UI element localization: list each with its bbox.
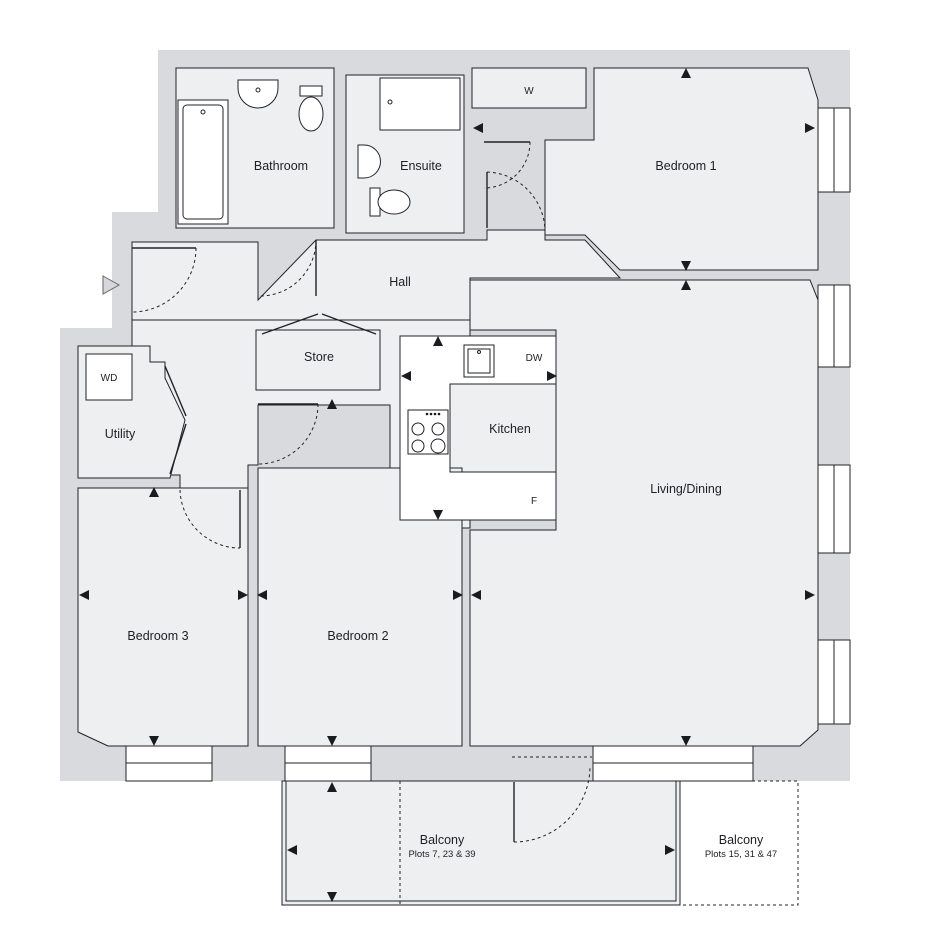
balcony-alt-outline [679,780,799,906]
dimension-marker-right-icon [805,123,815,133]
hob-ring [431,422,445,436]
toilet-bowl [298,96,324,132]
hob-knob [429,412,433,416]
living-dining-room [469,279,819,747]
basin-drain [255,87,261,93]
dimension-marker-down-icon [149,736,159,746]
bedroom3-room [77,487,249,747]
bedroom2-room [257,467,463,747]
dimension-marker-right-icon [665,845,675,855]
dimension-marker-left-icon [471,590,481,600]
dimension-marker-down-icon [327,892,337,902]
dimension-marker-down-icon [681,261,691,271]
bedroom1-label: Bedroom 1 [655,159,716,173]
kitchen-appliances [85,344,495,455]
washer-dryer-label: WD [101,373,118,384]
balcony-label: Balcony [719,833,764,847]
dimension-marker-right-icon [453,590,463,600]
sink-drain [477,350,481,354]
utility-door-leaf [164,365,187,417]
washer-dryer [85,353,133,401]
dishwasher-label: DW [526,353,543,364]
balcony-rail [285,780,677,902]
dimension-marker-up-icon [149,487,159,497]
ensuite-label: Ensuite [400,159,442,173]
dimension-markers [79,68,815,902]
living-dining-label: Living/Dining [650,482,722,496]
bathroom-door-swing [259,239,317,297]
kitchen-label: Kitchen [489,422,531,436]
bathroom-label: Bathroom [254,159,308,173]
dimension-marker-left-icon [79,590,89,600]
dimension-marker-down-icon [681,736,691,746]
hob-knob [425,412,429,416]
bath-drain [200,109,206,115]
doors [131,141,591,843]
hob-ring [411,422,425,436]
bedroom1-room [544,67,819,271]
balcony-plots-label: Plots 7, 23 & 39 [408,849,475,860]
windows [125,107,851,782]
entrance-door-swing [131,247,197,313]
bedroom1-door-swing [486,171,546,233]
hob-knob [437,412,441,416]
hall-lower-room [131,319,471,541]
utility-label: Utility [105,427,136,441]
balcony-label: Balcony [420,833,465,847]
bathroom-basin [237,79,279,109]
sanitary-fixtures [177,77,461,225]
store-label: Store [304,350,334,364]
hob [407,409,449,455]
kitchen-worktop [399,335,557,521]
dimension-marker-down-icon [433,510,443,520]
balcony-plots-label: Plots 15, 31 & 47 [705,849,777,860]
fridge-label: F [531,496,537,507]
ensuite-basin [357,144,381,179]
dimension-marker-left-icon [473,123,483,133]
bath-tub-inner [182,104,224,220]
entrance-arrow-icon [102,275,121,295]
shower-drain [387,99,393,105]
dimension-marker-up-icon [327,782,337,792]
shower-tray [379,77,461,131]
hob-ring [430,438,446,454]
hob-ring [411,439,425,453]
dimension-marker-up-icon [681,280,691,290]
room-labels: Bathroom Ensuite Bedroom 1 Hall Store Ki… [105,159,722,643]
store-door-leaf [321,313,377,335]
balcony-main [281,780,681,906]
dimension-marker-right-icon [238,590,248,600]
wardrobe-label: W [524,86,534,97]
ensuite-door-swing [483,141,531,189]
utility-door-leaf [169,423,187,475]
dimension-marker-up-icon [433,336,443,346]
bedroom2-label: Bedroom 2 [327,629,388,643]
dimension-marker-right-icon [805,590,815,600]
hall-label: Hall [389,275,411,289]
dimension-marker-up-icon [327,399,337,409]
dimension-marker-down-icon [327,736,337,746]
bedroom3-door-swing [179,489,241,549]
dimension-marker-right-icon [547,371,557,381]
balcony-door-swing [513,765,591,843]
dimension-marker-left-icon [287,845,297,855]
fixture-labels: W WD DW F [101,86,543,507]
store-room [255,329,381,391]
toilet-cistern [299,85,323,97]
balconies [281,756,799,906]
store-door-leaf [261,313,319,335]
dimension-marker-up-icon [681,68,691,78]
hob-knob [433,412,437,416]
balcony-labels: Balcony Plots 7, 23 & 39 Balcony Plots 1… [408,833,777,860]
dimension-marker-left-icon [257,590,267,600]
ensuite-toilet-bowl [377,189,411,215]
wardrobe-outline [472,68,587,109]
kitchen-sink-bowl [467,348,491,374]
dimension-marker-left-icon [401,371,411,381]
bedroom3-label: Bedroom 3 [127,629,188,643]
